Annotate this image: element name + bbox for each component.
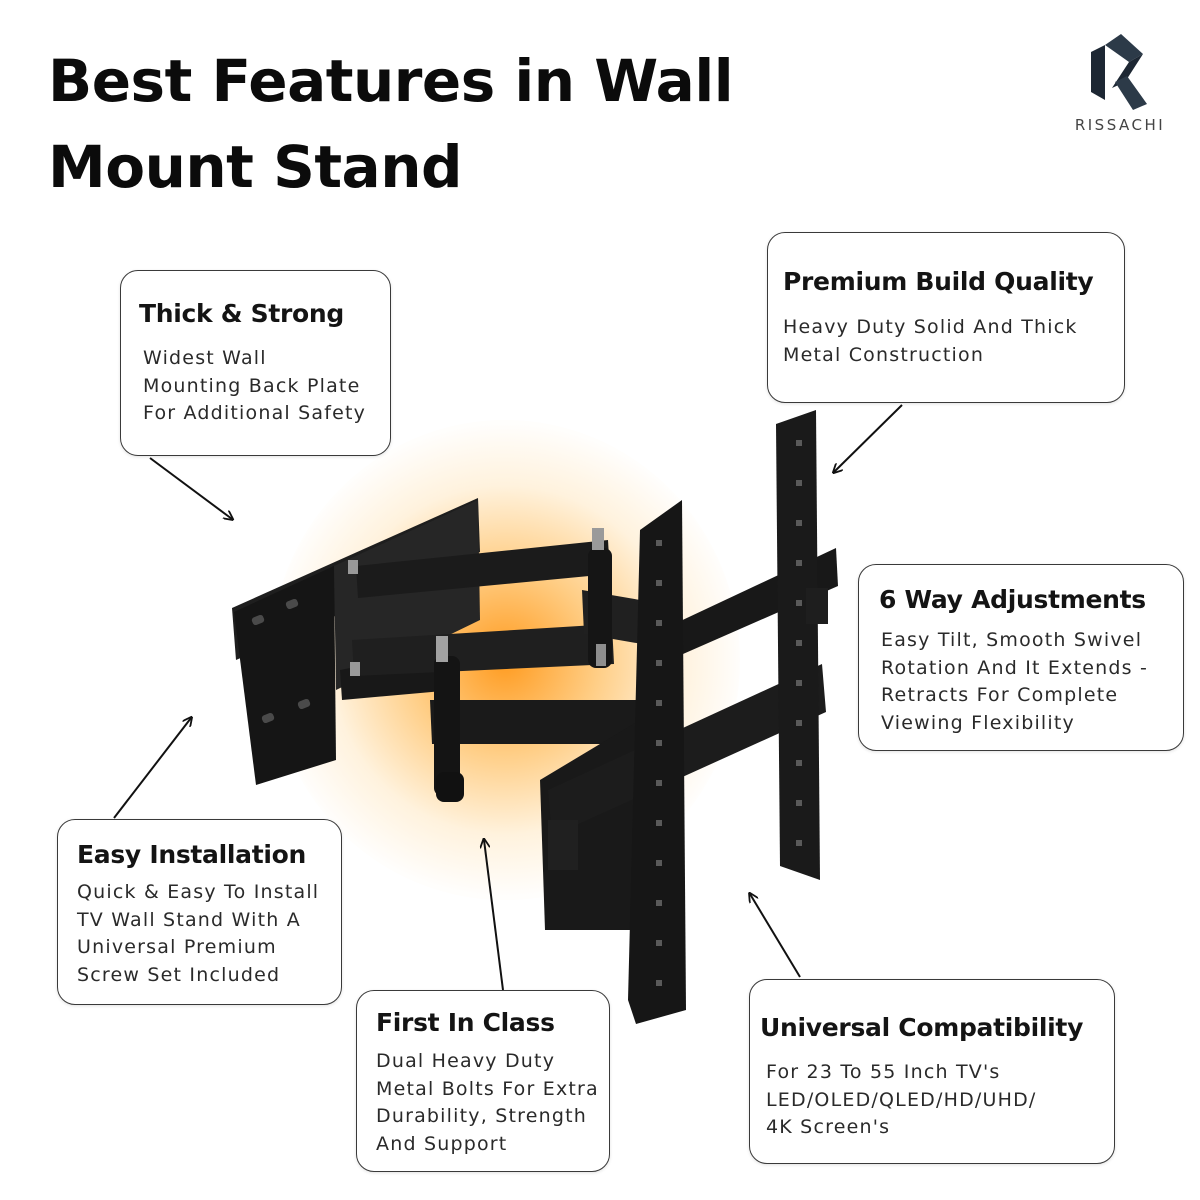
arrow-easy-installation xyxy=(113,718,191,819)
brand-logo: RISSACHI xyxy=(1060,30,1180,134)
arrow-premium-build xyxy=(834,404,903,472)
feature-description: Quick & Easy To Install TV Wall Stand Wi… xyxy=(77,881,320,986)
arrow-first-in-class xyxy=(484,840,504,991)
feature-card-premium-build: Premium Build Quality Heavy Duty Solid A… xyxy=(767,232,1125,403)
feature-description: For 23 To 55 Inch TV's LED/OLED/QLED/HD/… xyxy=(766,1061,1037,1138)
feature-title: First In Class xyxy=(376,1008,555,1037)
mounting-bolts xyxy=(348,528,606,676)
feature-title: Premium Build Quality xyxy=(783,267,1094,296)
headline-line-2: Mount Stand xyxy=(48,133,463,201)
feature-title: 6 Way Adjustments xyxy=(879,585,1146,614)
feature-card-universal: Universal Compatibility For 23 To 55 Inc… xyxy=(749,979,1115,1164)
brand-name: RISSACHI xyxy=(1074,116,1166,134)
feature-title: Thick & Strong xyxy=(139,299,345,328)
feature-description: Dual Heavy Duty Metal Bolts For Extra Du… xyxy=(376,1050,599,1155)
arrow-thick-strong xyxy=(149,457,232,519)
feature-title: Universal Compatibility xyxy=(760,1013,1084,1042)
feature-description: Easy Tilt, Smooth Swivel Rotation And It… xyxy=(881,629,1149,734)
page-headline: Best Features in Wall Mount Stand xyxy=(48,38,734,210)
feature-card-six-way: 6 Way Adjustments Easy Tilt, Smooth Swiv… xyxy=(858,564,1184,751)
feature-card-easy-installation: Easy Installation Quick & Easy To Instal… xyxy=(57,819,342,1005)
headline-line-1: Best Features in Wall xyxy=(48,47,734,115)
feature-card-thick-strong: Thick & Strong Widest Wall Mounting Back… xyxy=(120,270,391,456)
feature-description: Heavy Duty Solid And Thick Metal Constru… xyxy=(783,316,1078,366)
r-logo-icon xyxy=(1091,34,1147,110)
feature-description: Widest Wall Mounting Back Plate For Addi… xyxy=(143,347,367,424)
feature-title: Easy Installation xyxy=(77,840,307,869)
feature-card-first-in-class: First In Class Dual Heavy Duty Metal Bol… xyxy=(356,990,610,1172)
bracket-holes xyxy=(656,440,802,986)
arrow-universal xyxy=(750,894,801,978)
